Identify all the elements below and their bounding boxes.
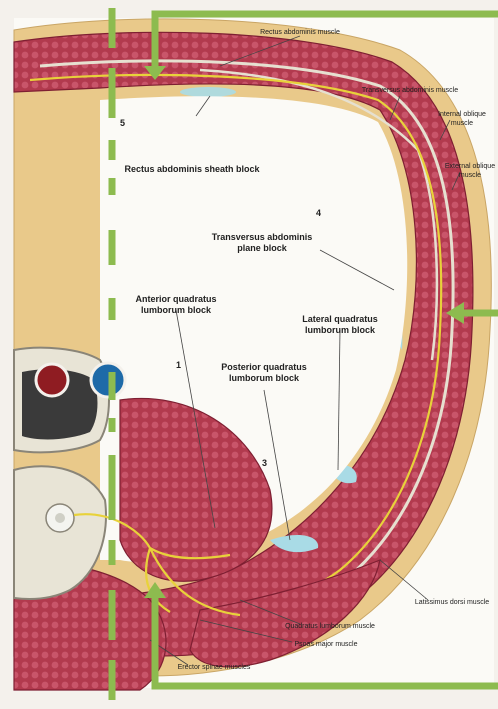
- rectus-sheath-injectate: [180, 87, 236, 97]
- label-rectus-sheath-block: Rectus abdominis sheath block: [124, 164, 260, 174]
- label-lateral-ql-2: lumborum block: [305, 325, 376, 335]
- label-latissimus-dorsi: Latissimus dorsi muscle: [415, 599, 489, 606]
- label-quadratus-lumborum: Quadratus lumborum muscle: [285, 623, 375, 630]
- label-erector-spinae: Erector spinae muscles: [178, 664, 251, 671]
- label-anterior-ql-2: lumborum block: [141, 305, 212, 315]
- label-tap-block-1: Transversus abdominis: [212, 232, 313, 242]
- label-internal-oblique-2: muscle: [451, 120, 473, 127]
- label-rectus-abdominis-muscle: Rectus abdominis muscle: [260, 29, 340, 36]
- label-internal-oblique-1: Internal oblique: [438, 111, 486, 118]
- number-3: 3: [262, 458, 267, 468]
- label-posterior-ql-2: lumborum block: [229, 373, 300, 383]
- label-external-oblique-2: muscle: [459, 172, 481, 179]
- label-lateral-ql-1: Lateral quadratus: [302, 314, 378, 324]
- label-psoas-major: Psoas major muscle: [294, 641, 357, 648]
- aorta: [36, 364, 68, 396]
- spinal-cord-inner: [55, 513, 65, 523]
- number-5: 5: [120, 118, 125, 128]
- label-anterior-ql-1: Anterior quadratus: [135, 294, 216, 304]
- number-1: 1: [176, 360, 181, 370]
- number-4: 4: [316, 208, 321, 218]
- label-external-oblique-1: External oblique: [445, 163, 495, 170]
- label-tap-block-2: plane block: [237, 243, 288, 253]
- inferior-vena-cava: [91, 363, 125, 397]
- label-posterior-ql-1: Posterior quadratus: [221, 362, 307, 372]
- label-transversus-abdominis-muscle: Transversus abdominis muscle: [362, 87, 458, 94]
